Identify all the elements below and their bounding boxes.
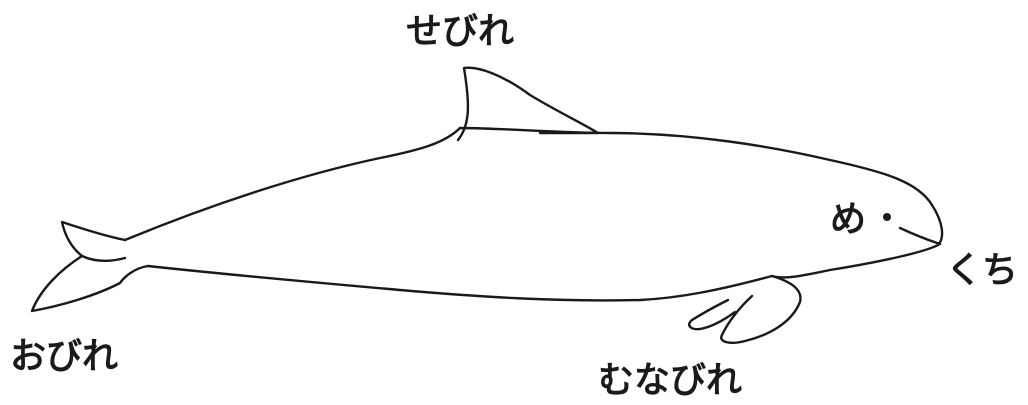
label-pectoral-fin: むなびれ	[598, 360, 743, 401]
tail-fin-crease	[80, 254, 127, 262]
label-eye: め	[830, 199, 867, 240]
body-lower-outline	[146, 243, 940, 302]
dorsal-fin	[456, 66, 600, 142]
label-dorsal-fin: せびれ	[406, 11, 515, 52]
pectoral-fin-far	[688, 298, 737, 331]
body-upper-outline	[123, 126, 944, 247]
label-mouth: くち	[946, 250, 1019, 291]
label-tail-fin: おびれ	[10, 336, 119, 377]
mouth-line	[898, 226, 942, 246]
eye-dot	[883, 213, 891, 221]
pectoral-fin	[720, 274, 802, 344]
tail-fin	[30, 220, 150, 313]
